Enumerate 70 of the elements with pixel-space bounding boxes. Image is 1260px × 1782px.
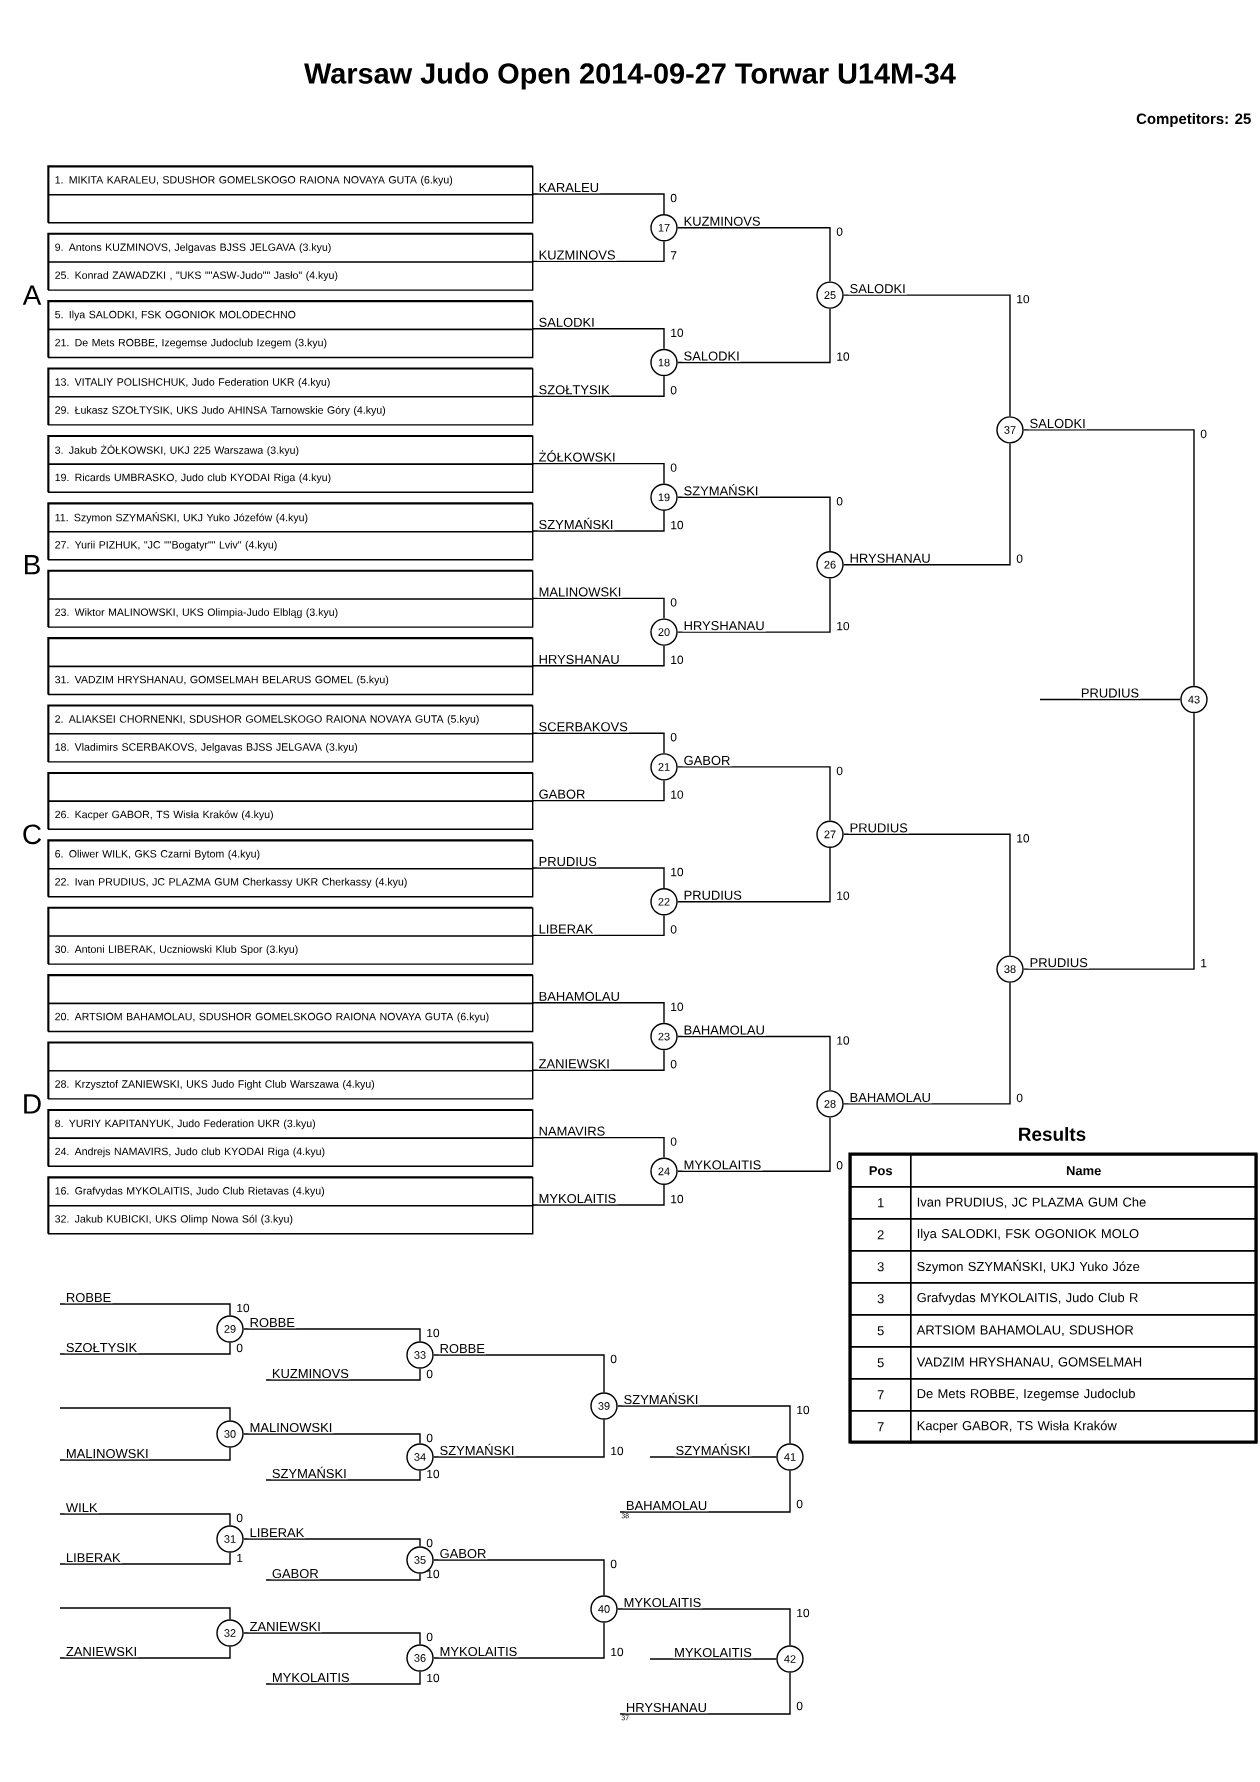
bracket-line (532, 1002, 665, 1024)
bracket-line (265, 1671, 421, 1685)
empty-row (48, 194, 534, 224)
bracket-line (243, 1433, 421, 1444)
title: Warsaw Judo Open 2014-09-27 Torwar U14M-34 (304, 62, 956, 90)
bracket-line (59, 1607, 231, 1620)
bracket-line (59, 1646, 231, 1659)
empty-row (48, 1042, 534, 1072)
bracket-line (433, 1622, 605, 1659)
bracket-line (265, 1368, 421, 1381)
bracket-line (532, 1136, 665, 1159)
bracket-line (617, 1405, 791, 1444)
bracket-line (59, 1407, 231, 1421)
bracket-line (59, 1552, 231, 1565)
empty-row (48, 772, 534, 803)
empty-row (48, 637, 534, 668)
bracket-line (532, 867, 665, 889)
bracket-line (1039, 698, 1181, 701)
bracket-line (265, 1470, 421, 1481)
bracket-line (532, 732, 665, 754)
bracket-line (433, 1419, 605, 1458)
bracket-line (617, 1608, 791, 1646)
bracket-line (532, 1049, 665, 1071)
bracket-line (532, 510, 665, 532)
bracket-line (532, 597, 665, 620)
bracket-line (59, 1303, 231, 1316)
bracket-line (1023, 429, 1195, 687)
bracket-line (619, 1672, 791, 1715)
results-heading: Results (1019, 1127, 1086, 1141)
bracket-line (265, 1573, 421, 1581)
bracket-line (677, 577, 831, 633)
bracket-line (532, 645, 665, 667)
bracket-line (59, 1342, 231, 1355)
bracket-line (677, 847, 831, 903)
bracket-line (59, 1447, 231, 1461)
bracket-line (532, 462, 665, 485)
bracket-line (59, 1513, 231, 1526)
bracket-line (843, 442, 1011, 566)
bracket-line (532, 328, 665, 350)
empty-row (48, 907, 534, 937)
bracket-line (649, 1456, 777, 1458)
bracket-line (1023, 712, 1195, 970)
bracket-line (649, 1658, 777, 1660)
bracket-line (532, 240, 665, 263)
bracket-line (532, 193, 665, 215)
bracket-line (619, 1470, 791, 1513)
bracket-line (677, 308, 831, 364)
bracket-line (843, 294, 1011, 417)
bracket-line (677, 766, 831, 822)
bracket-line (532, 914, 665, 937)
bracket-line (243, 1632, 421, 1645)
group-letter: B (25, 555, 40, 575)
bracket-line (433, 1559, 605, 1596)
group-letter: D (24, 1094, 41, 1114)
empty-row (48, 974, 534, 1005)
group-letter: A (22, 285, 42, 305)
bracket-line (677, 1035, 831, 1091)
bracket-line (677, 1116, 831, 1172)
bracket-line (532, 375, 665, 397)
bracket-line (843, 833, 1011, 957)
bracket-line (843, 982, 1011, 1105)
bracket-line (532, 779, 665, 802)
bracket-line (532, 1184, 665, 1206)
bracket-line (677, 227, 831, 283)
bracket-line (243, 1328, 421, 1342)
empty-row (48, 570, 534, 600)
group-letter: C (23, 824, 41, 845)
bracket-line (243, 1538, 421, 1547)
bracket-line (677, 496, 831, 552)
bracket-line (433, 1354, 605, 1393)
